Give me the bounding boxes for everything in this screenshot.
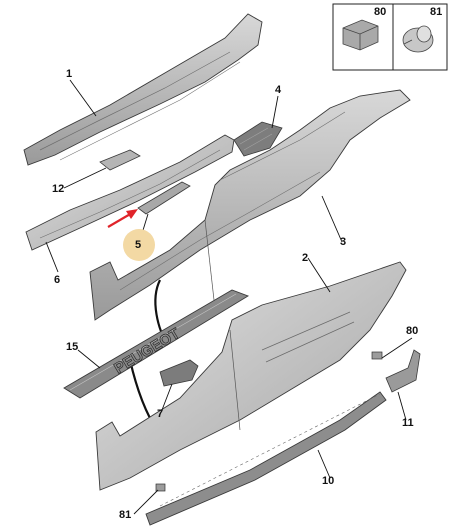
callout-5: 5 [135, 239, 142, 251]
red-arrow-icon [107, 209, 138, 228]
part-12-shape [99, 149, 141, 171]
part-6-shape [25, 134, 235, 251]
part-3-shape [89, 89, 411, 321]
part-10-shape [145, 391, 387, 526]
callout-1: 1 [66, 68, 73, 80]
part-4-shape [233, 121, 283, 157]
callout-7: 7 [157, 408, 164, 420]
inset-label-81: 81 [430, 6, 443, 18]
callout-10: 10 [322, 475, 335, 487]
callout-6: 6 [54, 274, 61, 286]
part-11-shape [385, 349, 421, 393]
part-7-shape [159, 359, 199, 387]
callout-2: 2 [302, 252, 309, 264]
clip-80-small [371, 351, 383, 360]
leader-lines [45, 79, 413, 515]
highlight-5 [123, 229, 155, 261]
inset-box [332, 3, 448, 71]
part-5-shape [137, 181, 191, 215]
clip-80-icon [342, 19, 379, 51]
part-2-shape [95, 261, 407, 491]
clip-81-icon [402, 25, 434, 53]
callout-4: 4 [275, 84, 282, 96]
callout-11: 11 [402, 417, 414, 429]
part-15-sill-plate [63, 289, 250, 399]
callout-15: 15 [66, 341, 79, 353]
callout-81: 81 [119, 509, 132, 521]
callout-12: 12 [52, 183, 65, 195]
callout-80: 80 [406, 325, 419, 337]
clip-81-small [155, 483, 166, 492]
part-1-shape [23, 13, 263, 166]
inset-label-80: 80 [374, 6, 387, 18]
callout-3: 3 [340, 236, 347, 248]
